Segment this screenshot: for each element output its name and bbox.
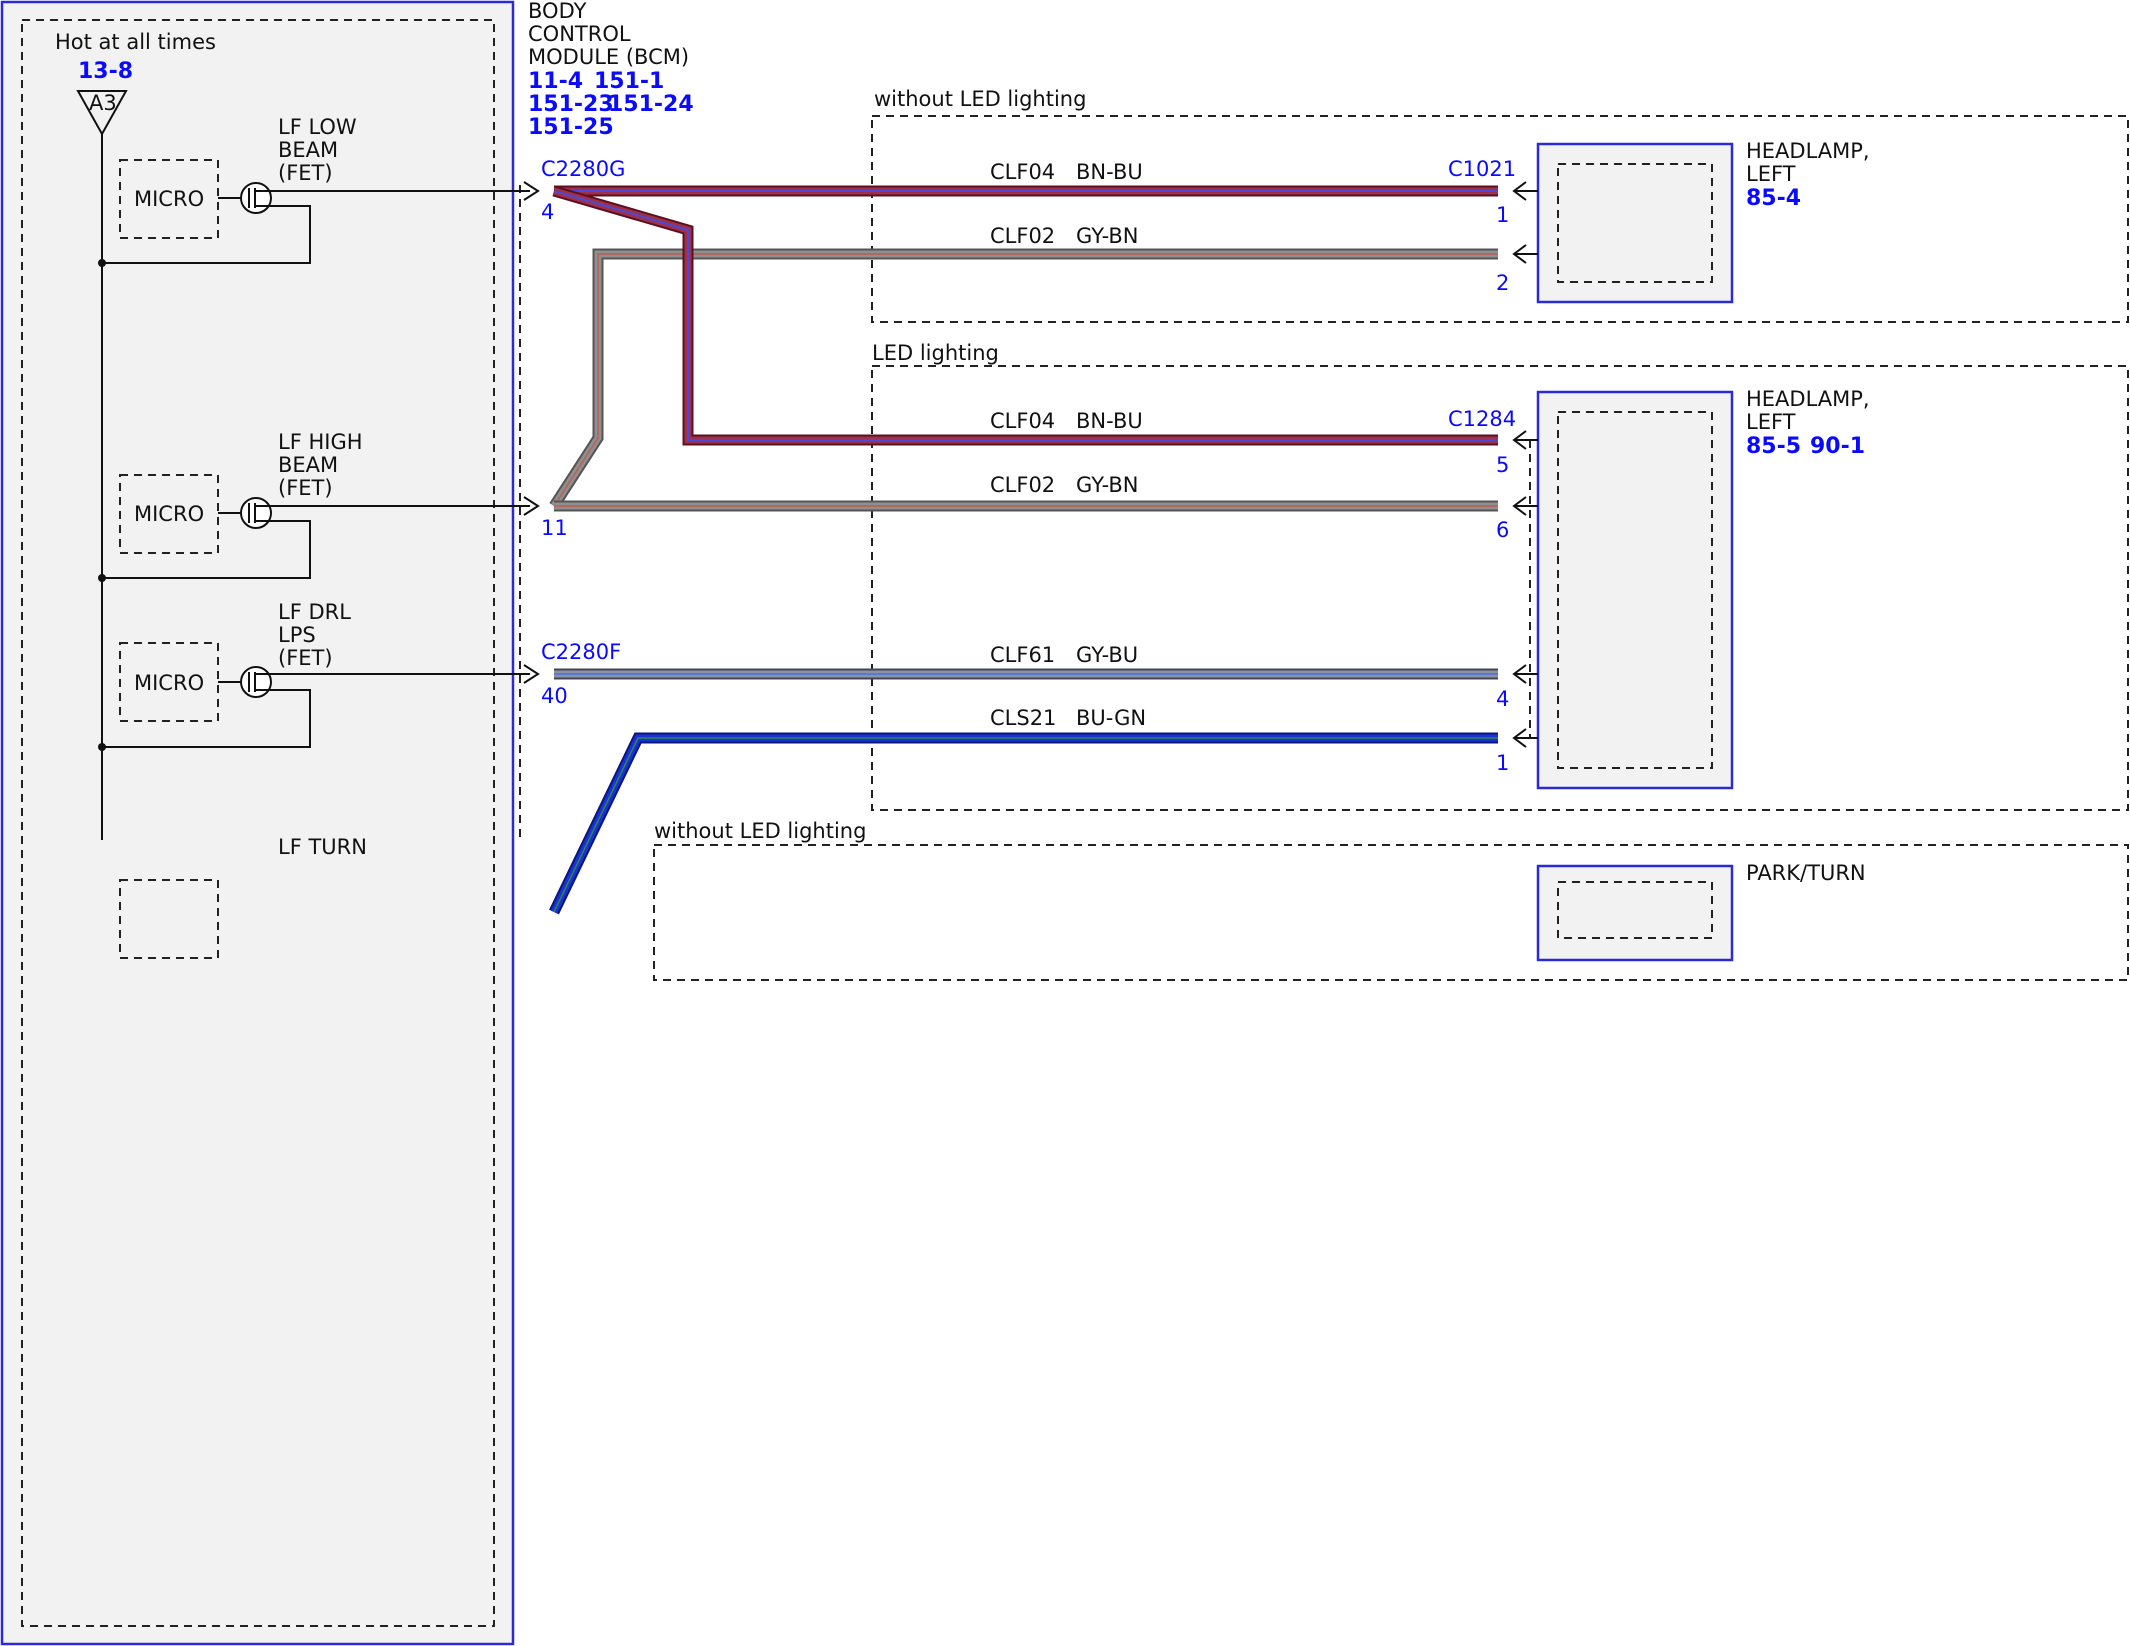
micro-box — [119, 642, 219, 722]
pin-arrow-icon — [523, 496, 540, 516]
pin-label: 6 — [1496, 518, 1509, 542]
hot-ref: 13-8 — [78, 59, 133, 84]
driver-label: LF HIGH BEAM (FET) — [278, 430, 369, 500]
component-name: PARK/TURN — [1746, 861, 1866, 885]
driver-label: LF LOW BEAM (FET) — [278, 115, 363, 185]
component-name: HEADLAMP,LEFT — [1746, 139, 1870, 186]
group-label: LED lighting — [872, 341, 999, 365]
group-label: without LED lighting — [654, 819, 866, 843]
pin-label: 5 — [1496, 453, 1509, 477]
pin-arrow-icon — [523, 664, 540, 684]
group-without-led-1 — [871, 115, 2129, 323]
driver-lf-high-beam: MICRO LF HIGH BEAM (FET) — [98, 430, 540, 582]
micro-label: MICRO — [134, 502, 204, 526]
pin-label: 2 — [1496, 271, 1509, 295]
connector-label: C1021 — [1448, 157, 1516, 181]
micro-box — [119, 879, 219, 959]
driver-lf-drl-lps: MICRO LF DRL LPS (FET) — [98, 600, 540, 751]
pin-label: 4 — [1496, 687, 1509, 711]
hot-label: Hot at all times — [55, 30, 216, 54]
wire-cls21-bu-gn — [549, 732, 1498, 915]
component-name: HEADLAMP,LEFT — [1746, 387, 1870, 434]
driver-lf-low-beam: MICRO LF LOW BEAM (FET) — [98, 115, 540, 267]
driver-label: LF DRL LPS (FET) — [278, 600, 358, 670]
driver-label: LF TURN — [278, 835, 367, 859]
pin-label: 40 — [541, 684, 568, 708]
pin-label: 1 — [1496, 751, 1509, 775]
connector-c2280g: C2280G — [541, 157, 625, 181]
wire-clf02-gy-bn — [549, 248, 1498, 509]
top-triangle — [76, 90, 128, 137]
group-led-1 — [871, 365, 2129, 811]
component-ref: 85-4 — [1746, 186, 1801, 211]
driver-lf-turn-lp: LF TURN — [119, 835, 367, 959]
pin-label: 11 — [541, 516, 568, 540]
micro-label: MICRO — [134, 671, 204, 695]
bcm-refs: 11-4 151-1 151-23 151-24 151-25 — [528, 69, 701, 140]
group-without-led-2 — [653, 844, 2129, 981]
top-triangle-label: A3 — [89, 91, 117, 115]
connector-c2280f: C2280F — [541, 640, 621, 664]
wire-clf04-bn-bu — [552, 185, 1498, 446]
connector-label: C1284 — [1448, 407, 1516, 431]
micro-box — [119, 474, 219, 554]
bcm-outline — [0, 0, 515, 1646]
group-label: without LED lighting — [874, 87, 1086, 111]
hot-bus-box — [21, 19, 495, 1627]
pin-arrow-icon — [523, 181, 540, 201]
pin-label: 1 — [1496, 203, 1509, 227]
micro-label: MICRO — [134, 187, 204, 211]
pin-label: 4 — [541, 200, 554, 224]
component-headlamp-left-c1021: C1021 1 2 HEADLAMP,LEFT 85-4 — [1448, 139, 1870, 304]
bcm-title: BODY CONTROL MODULE (BCM) — [528, 0, 689, 69]
micro-box — [119, 159, 219, 239]
component-park-turn-lamp: PARK/TURN — [1536, 861, 1866, 962]
